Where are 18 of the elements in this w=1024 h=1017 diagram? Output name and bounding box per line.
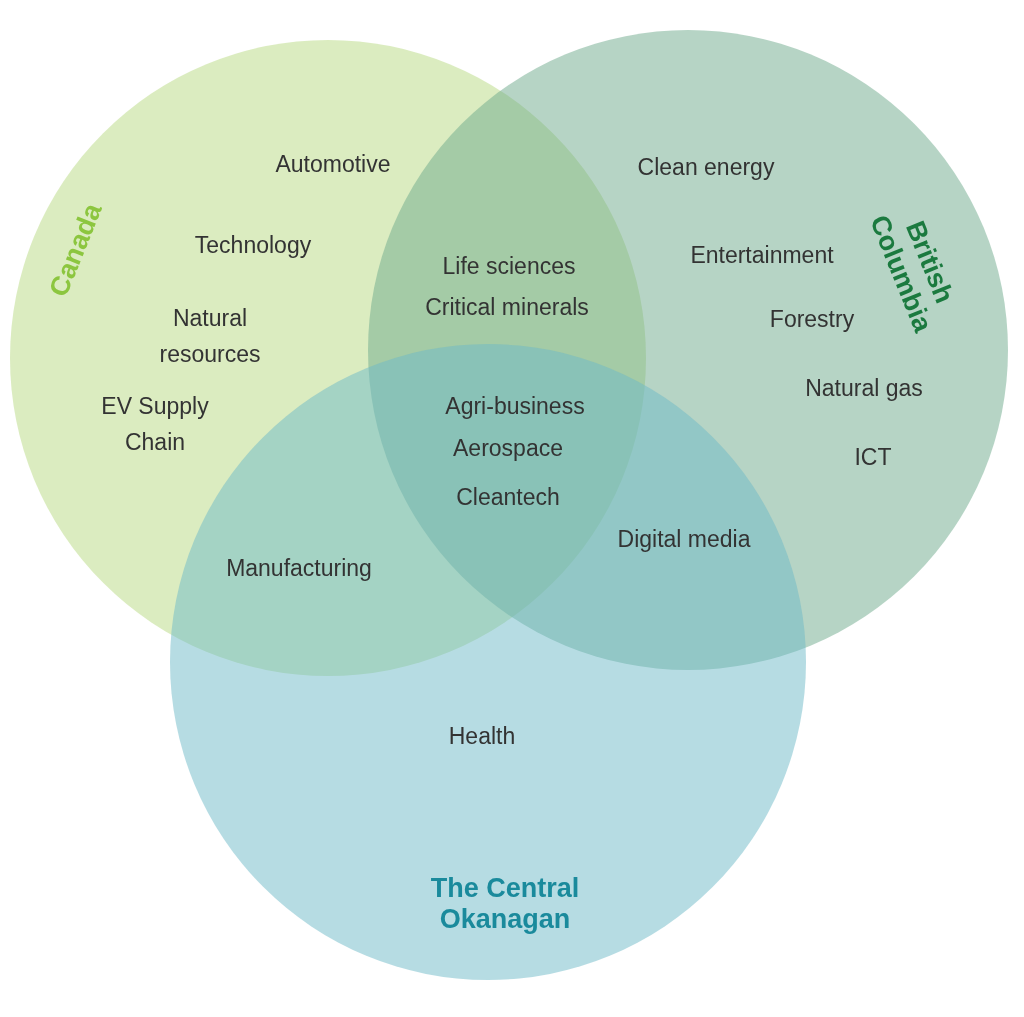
set-item: Health xyxy=(448,722,516,752)
set-item: Entertainment xyxy=(690,241,834,271)
overlap-item: Agri-business xyxy=(445,392,585,422)
set-item: Natural resources xyxy=(158,304,262,369)
overlap-item: Life sciences xyxy=(442,252,576,282)
overlap-item: Cleantech xyxy=(456,483,560,513)
overlap-item: Aerospace xyxy=(453,434,563,464)
set-item: Technology xyxy=(194,231,312,261)
set-item: EV Supply Chain xyxy=(100,392,210,457)
overlap-item: Digital media xyxy=(617,525,751,555)
set-title: The Central Okanagan xyxy=(429,872,581,936)
overlap-item: Manufacturing xyxy=(226,554,372,584)
set-item: Clean energy xyxy=(637,153,775,183)
set-item: Natural gas xyxy=(805,374,923,404)
set-item: Forestry xyxy=(769,305,855,335)
set-item: Automotive xyxy=(275,150,391,180)
overlap-item: Critical minerals xyxy=(425,293,589,323)
set-item: ICT xyxy=(854,443,892,473)
